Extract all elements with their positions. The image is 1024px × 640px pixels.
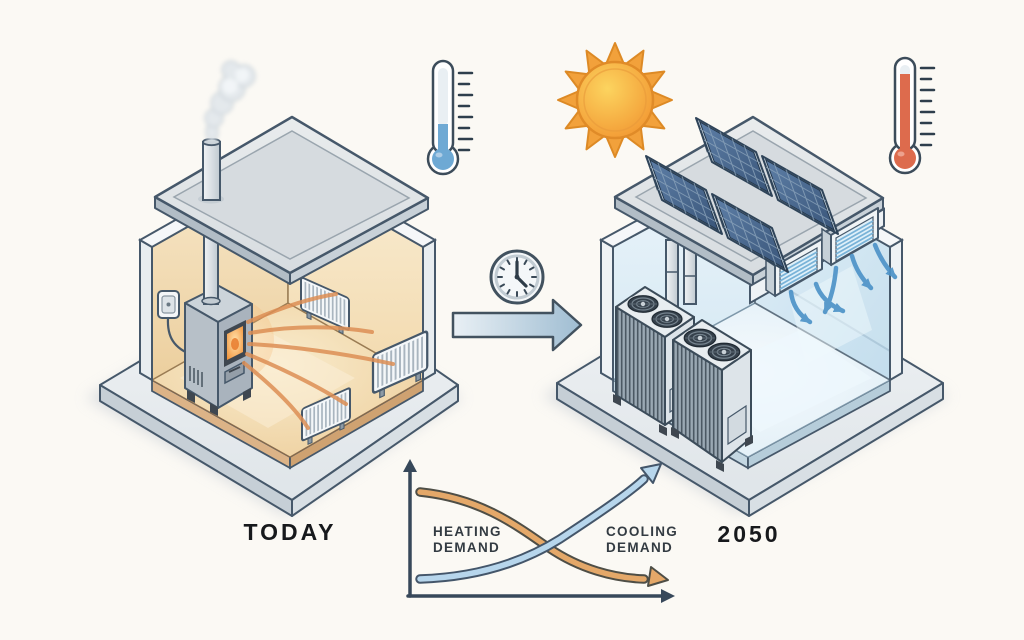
cooling-label-line1: COOLING	[606, 524, 678, 539]
ceiling-vent-right-icon	[821, 207, 879, 267]
chart-x-axis-arrowhead	[661, 589, 675, 603]
cooling-demand-label: COOLING DEMAND	[606, 524, 678, 555]
heating-demand-label: HEATING DEMAND	[433, 524, 502, 555]
fan-icon	[625, 293, 661, 315]
heat-waves	[242, 292, 395, 430]
left-house	[99, 60, 459, 517]
heating-label-line1: HEATING	[433, 524, 502, 539]
right-house-wall-outer-edge	[600, 238, 614, 382]
clock-ticks	[497, 257, 537, 297]
cooling-label-line2: DEMAND	[606, 540, 673, 555]
heat-pump-unit-front-icon	[671, 319, 753, 472]
right-house	[556, 115, 944, 517]
refrigerant-pipes	[665, 239, 697, 309]
clock-icon	[489, 249, 545, 305]
year-2050-label: 2050	[717, 521, 780, 547]
sun-icon	[557, 42, 673, 158]
chimney-smoke-icon	[204, 60, 256, 142]
vent-grille-lines	[835, 220, 874, 259]
left-roof-slab	[153, 115, 430, 285]
stove-vents	[189, 366, 203, 387]
demand-chart: HEATING DEMAND COOLING DEMAND	[403, 459, 678, 603]
hot-thermometer-icon	[888, 56, 936, 175]
today-label: TODAY	[244, 519, 337, 545]
heating-label-line2: DEMAND	[433, 540, 500, 555]
ceiling-vent-left-icon	[765, 238, 823, 298]
fan-icon	[649, 308, 685, 330]
heating-arrowhead	[647, 566, 669, 587]
cooling-demand-curve	[415, 463, 662, 584]
unit-service-panel	[727, 404, 747, 446]
arrow-right-icon	[451, 298, 583, 352]
cooling-arrowhead	[640, 463, 662, 484]
flame-icon	[231, 338, 239, 350]
cool-airflow-arrows	[788, 242, 898, 325]
stove-legs	[187, 388, 251, 416]
chart-y-axis-arrowhead	[403, 459, 417, 472]
wall-outlet-icon	[157, 290, 180, 319]
cold-thermometer-ticks	[457, 71, 474, 152]
left-wall-outer-edge	[139, 238, 153, 382]
unit-feet	[671, 427, 753, 472]
chimney-icon	[202, 137, 221, 201]
hot-thermometer-ticks	[919, 66, 936, 147]
flue-pipe-collar	[201, 296, 221, 306]
vent-grille-lines	[779, 251, 818, 290]
fan-icon	[705, 341, 743, 363]
cold-thermometer-icon	[426, 59, 474, 176]
glass-wall-frame-post	[889, 238, 903, 382]
